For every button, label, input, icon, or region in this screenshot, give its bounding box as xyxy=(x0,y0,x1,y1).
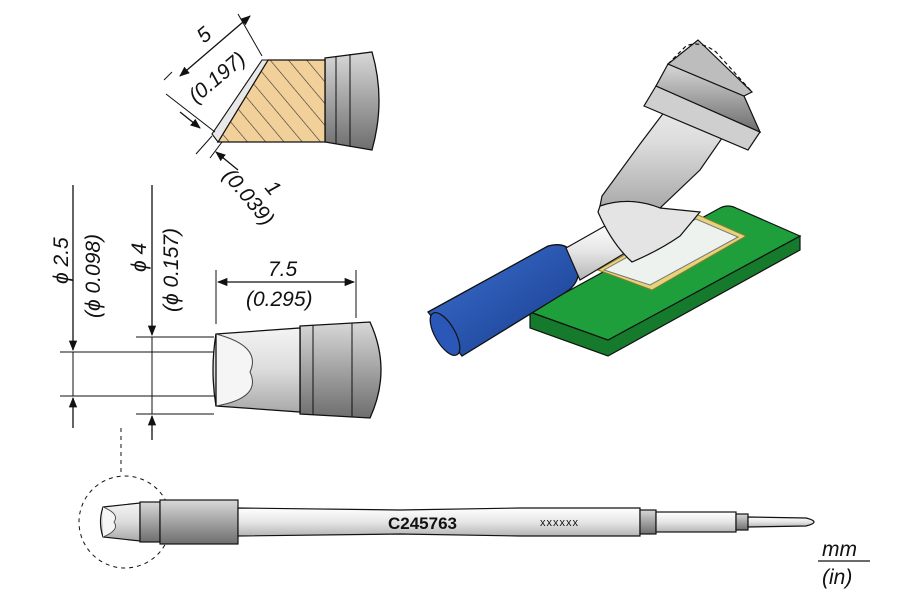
dim-width-arrow xyxy=(179,15,251,77)
cartridge-pin xyxy=(747,516,815,528)
dim-length-in: (0.295) xyxy=(246,288,313,311)
dim-width-mm: 5 xyxy=(192,22,216,47)
cartridge-full-view: C245763 xxxxxx xyxy=(78,428,815,569)
dim-length-mm: 7.5 xyxy=(268,258,298,281)
part-code: C245763 xyxy=(388,514,457,533)
dim-dia-large-mm: ϕ 4 xyxy=(128,243,151,272)
tip-side-collar xyxy=(299,321,382,419)
dim-dia-large-in: (ϕ 0.157) xyxy=(160,228,183,312)
tip-side-view: 7.5 (0.295) ϕ 2.5 (ϕ 0.098) ϕ 4 (ϕ 0.157… xyxy=(50,185,382,440)
dim-dia-small-in: (ϕ 0.098) xyxy=(82,234,105,318)
batch-mark: xxxxxx xyxy=(540,517,579,529)
units-legend: mm (in) xyxy=(818,538,870,589)
cartridge-shaft xyxy=(237,507,641,537)
tip-top-collar xyxy=(324,51,380,151)
unit-secondary: (in) xyxy=(822,566,852,589)
application-illustration xyxy=(427,39,802,357)
tip-top-view: 5 (0.197) 1 (0.039) xyxy=(163,13,380,230)
unit-primary: mm xyxy=(822,538,857,561)
dim-dia-small-mm: ϕ 2.5 xyxy=(50,237,73,284)
soldering-shaft-3d xyxy=(666,39,754,97)
